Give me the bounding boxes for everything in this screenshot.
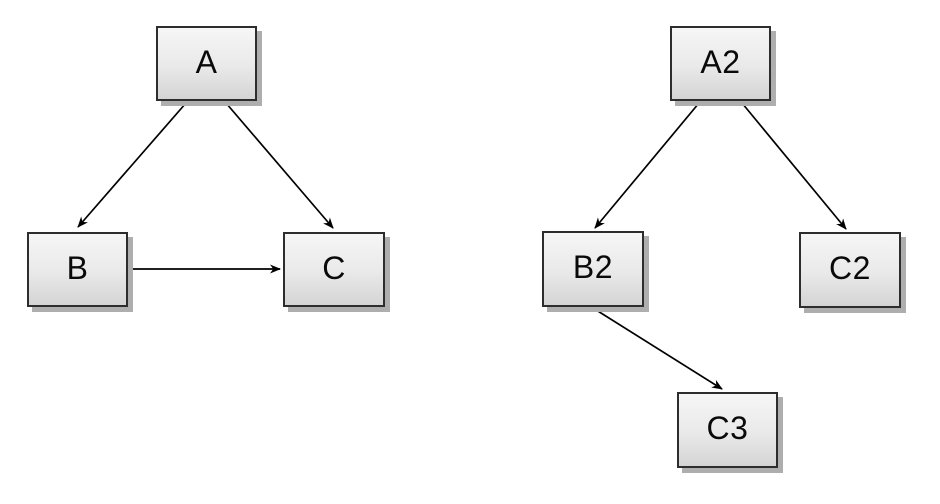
node-C2: C2 bbox=[799, 232, 901, 308]
node-B2-label: B2 bbox=[572, 249, 614, 285]
node-C-label: C bbox=[322, 249, 346, 286]
node-C3: C3 bbox=[677, 392, 778, 468]
node-C: C bbox=[283, 232, 385, 307]
node-A2: A2 bbox=[670, 26, 771, 101]
node-A2-label: A2 bbox=[700, 43, 741, 80]
node-B2: B2 bbox=[542, 231, 644, 307]
edge-A2-C2 bbox=[741, 102, 847, 230]
edge-B2-C3 bbox=[592, 307, 723, 390]
edge-A-B bbox=[77, 102, 187, 228]
node-B-label: B bbox=[66, 249, 89, 286]
node-C3-label: C3 bbox=[706, 410, 749, 446]
edge-A2-B2 bbox=[594, 102, 700, 229]
node-C2-label: C2 bbox=[829, 250, 871, 286]
edge-A-C bbox=[225, 102, 334, 229]
node-A-label: A bbox=[195, 43, 218, 80]
node-A: A bbox=[156, 26, 257, 101]
node-B: B bbox=[27, 232, 128, 307]
